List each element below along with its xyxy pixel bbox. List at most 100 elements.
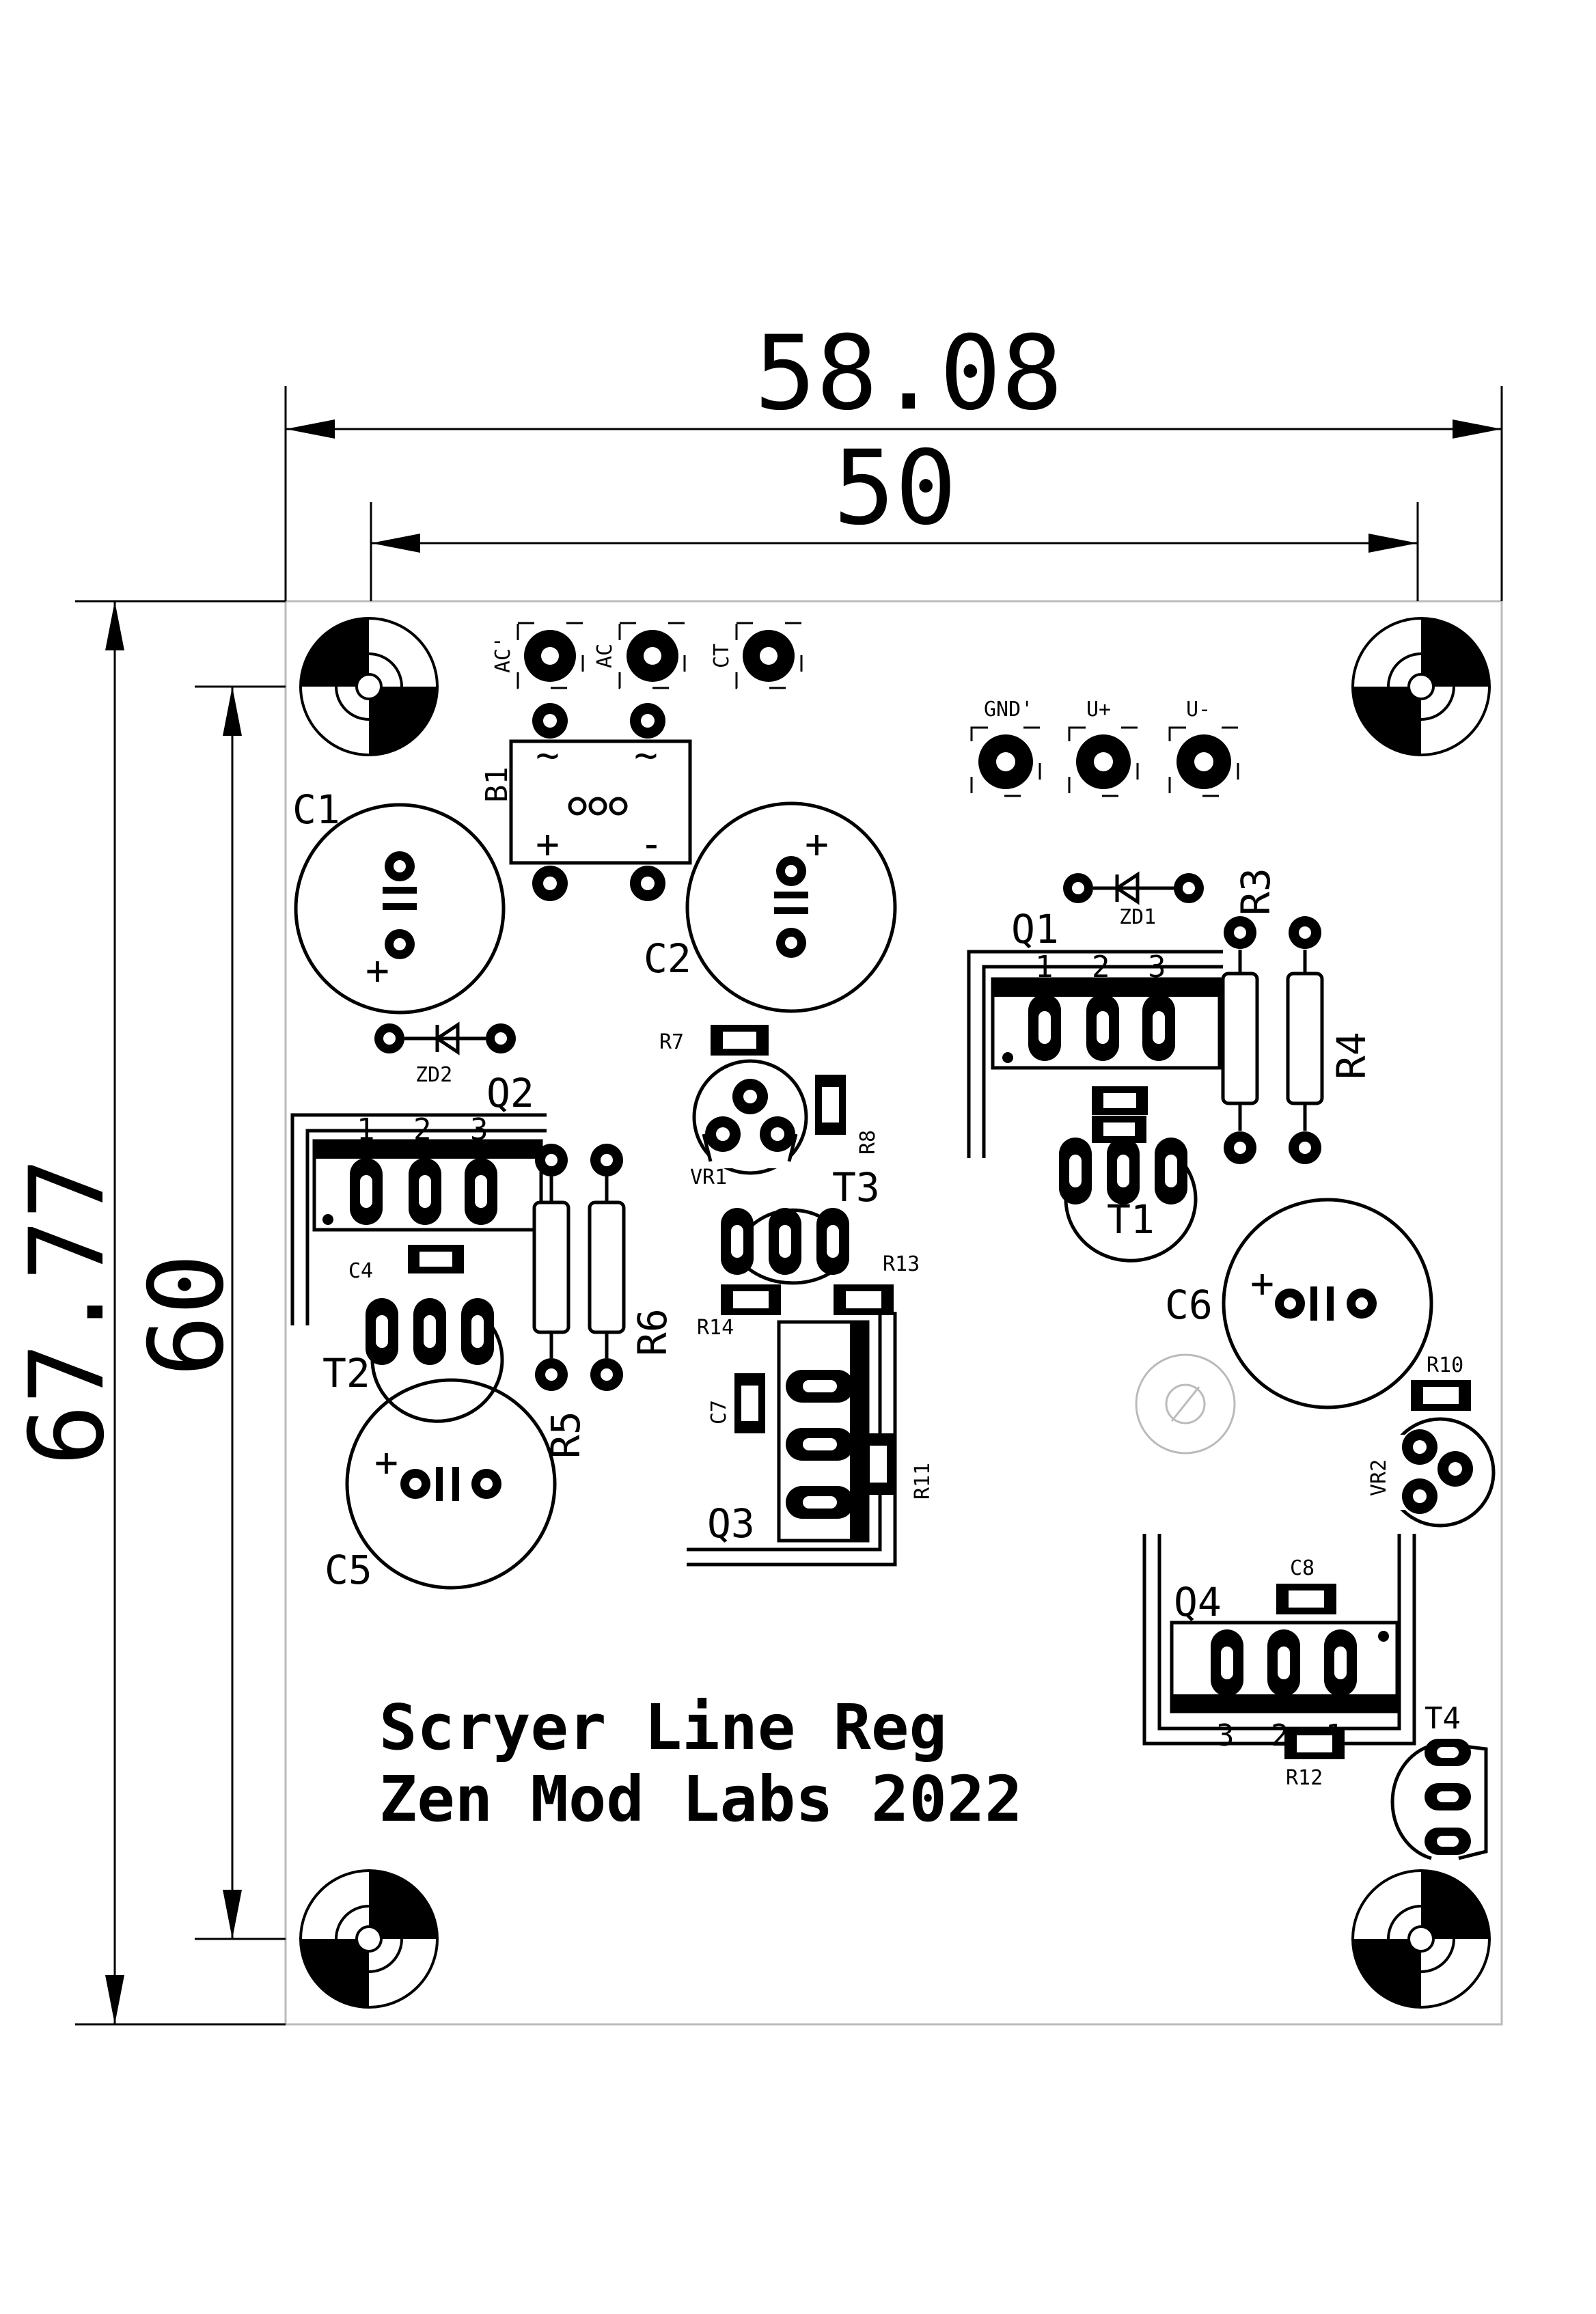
vr1-label: VR1: [690, 1166, 727, 1189]
q4-pin3: 3: [1216, 1718, 1235, 1753]
trimmer-vr2: VR2: [1367, 1417, 1496, 1528]
q2-pin3: 3: [470, 1112, 489, 1147]
r7-label: R7: [659, 1030, 684, 1054]
zener-zd2: ZD2: [374, 1021, 516, 1087]
resistor-r6: R6: [588, 1144, 676, 1391]
zd2-label: ZD2: [415, 1063, 452, 1087]
q1-label: Q1: [1011, 906, 1059, 952]
connector-ct-label: CT: [710, 644, 734, 668]
q2-pin2: 2: [413, 1112, 432, 1147]
q3-label: Q3: [707, 1500, 755, 1547]
connector-u-minus-label: U-: [1186, 698, 1211, 721]
c1-label: C1: [292, 786, 340, 833]
c4-label: C4: [348, 1259, 373, 1283]
r3-label: R3: [1233, 868, 1279, 915]
dimension-height-inner: 60: [128, 685, 286, 1940]
transistor-t1: C3 T1: [1059, 1092, 1198, 1263]
resistor-r5: R5: [532, 1144, 589, 1459]
connector-ac-prime: AC': [491, 622, 584, 689]
resistor-r3: R3: [1221, 868, 1279, 1164]
q2-pin1: 1: [357, 1112, 375, 1147]
title-line-1: Scryer Line Reg: [379, 1691, 947, 1764]
connector-ac-prime-label: AC': [491, 636, 515, 673]
c8-label: C8: [1290, 1556, 1315, 1580]
b1-tilde-right: ~: [634, 732, 658, 778]
transistor-t4: T4: [1390, 1701, 1488, 1860]
b1-tilde-left: ~: [536, 732, 560, 778]
resistor-r13: R13: [834, 1252, 920, 1315]
r6-label: R6: [629, 1308, 676, 1356]
r4-label: R4: [1328, 1032, 1375, 1079]
dimension-height-inner-label: 60: [128, 1254, 247, 1377]
transistor-t2: T2: [322, 1298, 504, 1423]
resistor-r7: R7: [659, 1025, 769, 1056]
r12-label: R12: [1286, 1766, 1323, 1790]
resistor-r12: R12: [1284, 1728, 1345, 1790]
connector-ct: CT: [710, 622, 803, 689]
connector-u-minus: U-: [1168, 698, 1239, 797]
c5-plus: +: [374, 1439, 398, 1485]
trimmer-vr1: VR1: [690, 1059, 808, 1189]
r13-label: R13: [883, 1252, 920, 1276]
t1-label: T1: [1107, 1196, 1155, 1243]
q1-pin3: 3: [1148, 950, 1166, 984]
capacitor-c1: + C1: [292, 786, 506, 1015]
dimension-width-outer-label: 58.08: [754, 314, 1063, 433]
mounting-hole-top-left: [299, 617, 439, 756]
resistor-r14: R14: [697, 1284, 781, 1340]
dimension-width-inner-label: 50: [834, 429, 957, 548]
t2-label: T2: [322, 1350, 370, 1396]
c7-label: C7: [707, 1400, 731, 1424]
dimension-width-outer: 58.08: [284, 314, 1503, 601]
connector-gnd-label: GND': [984, 698, 1033, 721]
transistor-q2: 1 2 3 Q2: [290, 1070, 547, 1325]
r11-label: R11: [911, 1463, 935, 1500]
capacitor-c6: + C6: [1165, 1198, 1433, 1409]
c2-plus: +: [805, 821, 829, 867]
c6-label: C6: [1165, 1282, 1213, 1328]
c5-label: C5: [325, 1547, 372, 1593]
q2-label: Q2: [486, 1070, 534, 1116]
dimension-width-inner: 50: [370, 429, 1419, 601]
connector-u-plus-label: U+: [1086, 698, 1111, 721]
b1-label: B1: [480, 767, 514, 803]
mounting-hole-top-right: [1351, 617, 1491, 756]
t3-label: T3: [832, 1164, 880, 1211]
c1-plus: +: [366, 947, 389, 993]
r14-label: R14: [697, 1316, 734, 1340]
resistor-r8: R8: [815, 1075, 880, 1155]
capacitor-c3: [1092, 1086, 1148, 1115]
connector-u-plus: U+: [1068, 698, 1139, 797]
connector-gnd: GND': [970, 698, 1041, 797]
q4-label: Q4: [1174, 1579, 1222, 1625]
c2-label: C2: [644, 935, 691, 982]
connector-ac-label: AC: [593, 644, 617, 668]
capacitor-c5: + C5: [325, 1378, 557, 1593]
mounting-hole-bottom-right: [1351, 1869, 1491, 2009]
capacitor-c4: C4: [348, 1245, 464, 1283]
q1-pin1: 1: [1035, 950, 1054, 984]
connector-ac: AC: [593, 622, 686, 689]
board-outline: [284, 600, 1503, 2026]
transistor-q3: Q3: [687, 1312, 897, 1567]
q1-pin2: 2: [1092, 950, 1110, 984]
resistor-r11: R11: [863, 1433, 935, 1500]
b1-minus: -: [639, 821, 663, 867]
capacitor-c2: + C2: [644, 801, 897, 1013]
zener-zd1: ZD1: [1063, 871, 1204, 929]
r5-label: R5: [542, 1411, 589, 1459]
resistor-r10: R10: [1411, 1353, 1471, 1411]
transistor-q1: 1 2 3 Q1: [967, 906, 1223, 1158]
dimension-height-outer: 67.77: [8, 600, 286, 2026]
transistor-t3: T3: [721, 1164, 880, 1285]
b1-plus: +: [536, 821, 560, 867]
vr2-label: VR2: [1367, 1459, 1391, 1496]
mounting-hole-bottom-left: [299, 1869, 439, 2009]
t4-label: T4: [1425, 1701, 1461, 1736]
resistor-r4: R4: [1286, 916, 1375, 1164]
bridge-rectifier-b1: ~ ~ + - B1: [480, 703, 692, 901]
alignment-mark: [1135, 1353, 1236, 1455]
r8-label: R8: [856, 1130, 880, 1155]
capacitor-c8: C8: [1276, 1556, 1336, 1614]
